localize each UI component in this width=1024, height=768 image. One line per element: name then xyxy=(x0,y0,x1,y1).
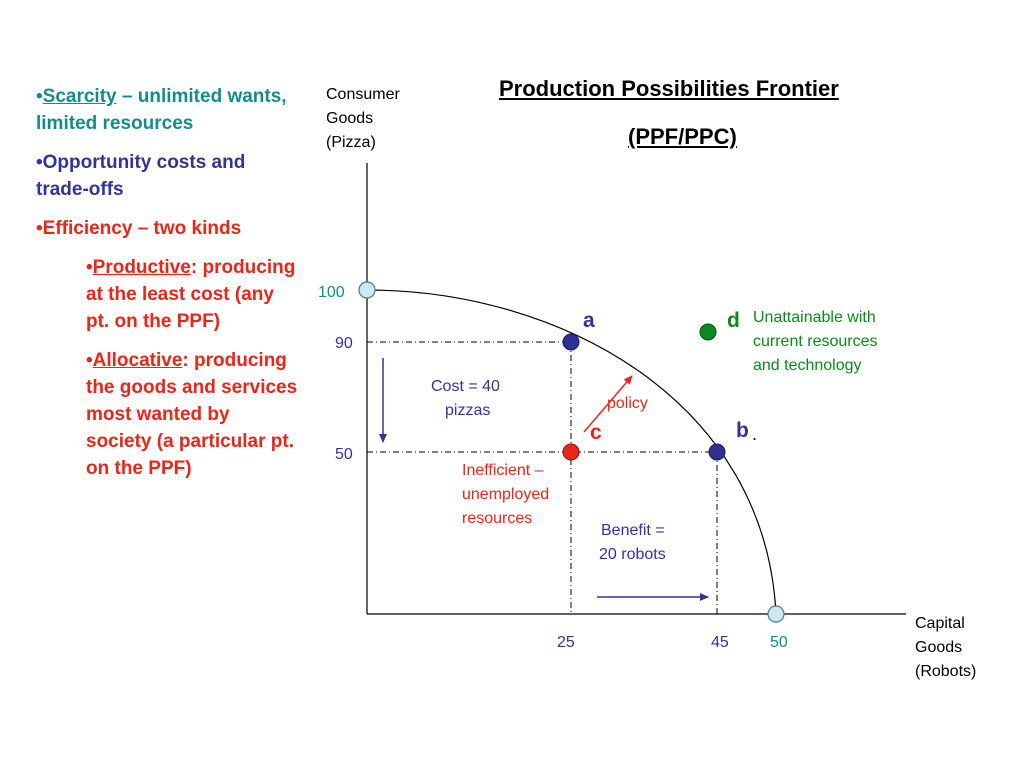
benefit-line: 20 robots xyxy=(599,546,666,563)
allocative-term: Allocative xyxy=(92,350,183,371)
cost-line: Cost = 40 xyxy=(431,378,500,395)
point-a-label: a xyxy=(583,309,595,332)
unattainable-line: current resources xyxy=(753,333,878,350)
bullet-scarcity: •Scarcity – unlimited wants, limited res… xyxy=(36,83,298,137)
point-c-label: c xyxy=(590,421,602,444)
chart-title-line2: (PPF/PPC) xyxy=(628,124,737,149)
x-axis-label-line: Goods xyxy=(915,639,963,656)
productive-text: : producing at the least cost (any pt. o… xyxy=(86,257,296,332)
inefficient-note: Inefficient – unemployed resources xyxy=(462,459,549,531)
y-axis-label: Consumer Goods (Pizza) xyxy=(326,83,400,155)
y-tick-100: 100 xyxy=(318,284,345,301)
ppf-curve xyxy=(366,289,777,615)
benefit-line: Benefit = xyxy=(601,522,665,539)
unattainable-line: Unattainable with xyxy=(753,309,876,326)
inefficient-line: Inefficient – xyxy=(462,462,544,479)
x-axis-label: Capital Goods (Robots) xyxy=(915,612,976,684)
allocative-text: : producing the goods and services most … xyxy=(86,350,298,479)
chart-title-line1: Production Possibilities Frontier xyxy=(499,76,839,101)
endpoint-y-intercept xyxy=(358,281,376,299)
point-b-period: . xyxy=(752,424,758,444)
bullet-mark: • xyxy=(36,86,43,107)
scarcity-text: – unlimited wants, limited resources xyxy=(36,86,287,134)
point-d-label: d xyxy=(727,309,740,332)
point-b xyxy=(708,443,726,461)
point-b-label: b xyxy=(736,419,749,442)
policy-arrow xyxy=(583,375,633,433)
y-tick-90: 90 xyxy=(335,335,353,352)
x-tick-50: 50 xyxy=(770,634,788,651)
bullet-mark: • xyxy=(86,257,93,278)
benefit-note: Benefit = 20 robots xyxy=(599,519,666,567)
x-axis-label-line: Capital xyxy=(915,615,965,632)
scarcity-term: Scarcity xyxy=(42,86,117,107)
bullet-productive: •Productive: producing at the least cost… xyxy=(86,254,298,335)
cost-line: pizzas xyxy=(445,402,491,419)
y-axis-label-line: Consumer xyxy=(326,86,400,103)
x-tick-45: 45 xyxy=(711,634,729,651)
x-tick-25: 25 xyxy=(557,634,575,651)
cost-note: Cost = 40 pizzas xyxy=(431,375,531,423)
unattainable-line: and technology xyxy=(753,357,862,374)
inefficient-line: unemployed xyxy=(462,486,550,503)
bullet-allocative: •Allocative: producing the goods and ser… xyxy=(86,347,298,482)
bullet-opportunity: •Opportunity costs and trade-offs xyxy=(36,152,246,200)
y-tick-50: 50 xyxy=(335,446,353,463)
inefficient-line: resources xyxy=(462,510,533,527)
y-axis-label-line: (Pizza) xyxy=(326,134,376,151)
point-d xyxy=(699,323,717,341)
y-axis-label-line: Goods xyxy=(326,110,374,127)
point-c xyxy=(562,443,580,461)
endpoint-x-intercept xyxy=(767,605,785,623)
x-axis-label-line: (Robots) xyxy=(915,663,977,680)
policy-note: policy xyxy=(607,395,648,412)
point-a xyxy=(562,333,580,351)
bullet-mark: • xyxy=(86,350,93,371)
bullet-list: •Scarcity – unlimited wants, limited res… xyxy=(36,83,298,494)
bullet-efficiency: •Efficiency – two kinds xyxy=(36,218,242,239)
productive-term: Productive xyxy=(92,257,191,278)
unattainable-note: Unattainable with current resources and … xyxy=(753,306,878,378)
